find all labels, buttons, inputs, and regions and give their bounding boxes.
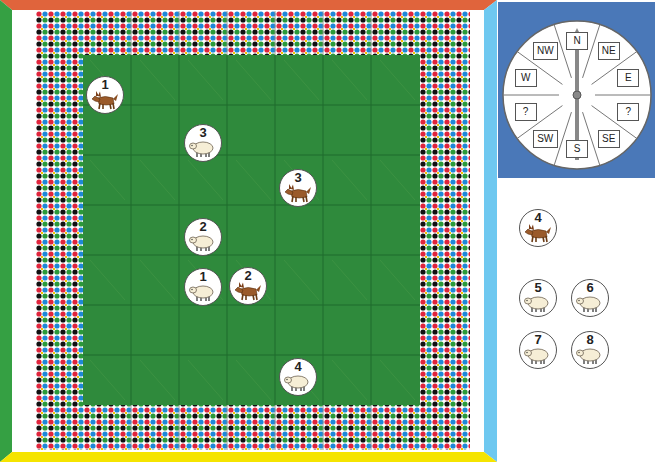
wolf-token: 2 [229,267,267,305]
direction-label: W [515,69,537,87]
token-number: 7 [520,333,556,346]
grass-texture [90,60,415,400]
sheep-token: 8 [571,331,609,369]
direction-label: ? [515,103,537,121]
frame-left [0,0,12,462]
direction-text: ? [523,107,529,117]
spinner-dial [503,21,651,169]
sheep-token: 7 [519,331,557,369]
token-number: 4 [280,360,316,373]
sheep-token: 3 [184,124,222,162]
wolf-icon [524,223,552,243]
direction-text: N [573,36,580,46]
spinner-panel [498,2,655,178]
token-number: 6 [572,281,608,294]
spinner-sector-lines [503,25,651,166]
token-number: 1 [185,270,221,283]
token-number: 2 [230,269,266,282]
direction-text: NW [537,46,554,56]
direction-label: NW [533,42,558,60]
frame-right [484,0,497,462]
sheep-icon [189,232,217,252]
sheep-icon [524,293,552,313]
direction-text: SE [602,134,615,144]
sheep-icon [189,138,217,158]
sheep-token: 1 [184,268,222,306]
token-number: 4 [520,211,556,224]
frame-top [0,0,497,10]
grass-field [83,55,420,405]
direction-label: NE [598,42,620,60]
wolf-icon [284,183,312,203]
token-number: 5 [520,281,556,294]
sheep-icon [189,282,217,302]
direction-label: E [617,69,639,87]
direction-text: NE [602,46,616,56]
token-number: 2 [185,220,221,233]
token-number: 8 [572,333,608,346]
direction-label: ? [617,103,639,121]
direction-label: S [566,140,588,158]
sheep-token: 6 [571,279,609,317]
direction-text: W [521,73,530,83]
frame-bottom [0,452,497,462]
direction-text: ? [626,107,632,117]
direction-text: S [574,144,581,154]
direction-text: E [625,73,632,83]
wolf-token: 4 [519,209,557,247]
sheep-icon [284,372,312,392]
wolf-icon [91,90,119,110]
grid-lines [83,55,420,405]
token-number: 3 [185,126,221,139]
sheep-token: 2 [184,218,222,256]
sheep-token: 5 [519,279,557,317]
sheep-icon [576,293,604,313]
direction-label: SE [598,130,620,148]
direction-label: SW [533,130,558,148]
direction-label: N [566,32,588,50]
sheep-icon [524,345,552,365]
wolf-icon [234,281,262,301]
token-number: 3 [280,171,316,184]
sheep-icon [576,345,604,365]
wolf-token: 1 [86,76,124,114]
wolf-token: 3 [279,169,317,207]
direction-text: SW [537,134,553,144]
token-number: 1 [87,78,123,91]
mosaic-border [36,11,470,450]
sheep-token: 4 [279,358,317,396]
